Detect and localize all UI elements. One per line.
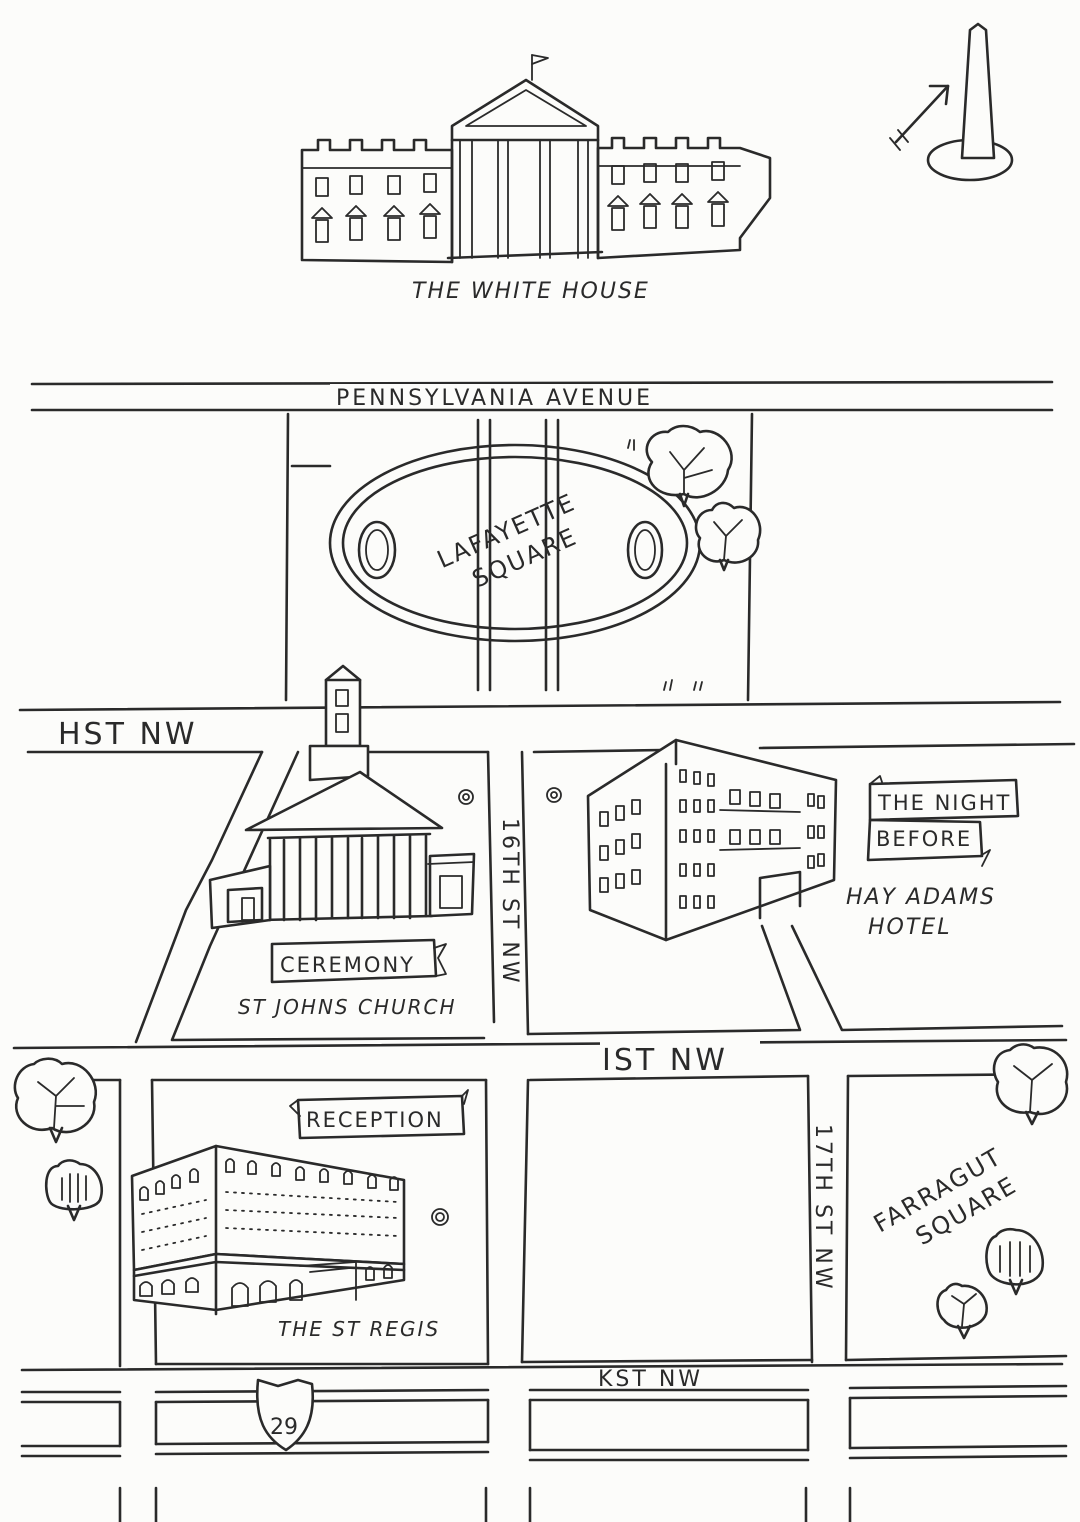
ceremony-label: CEREMONY xyxy=(280,953,415,977)
ceremony-banner xyxy=(270,938,447,984)
h-street-label: HST NW xyxy=(58,717,198,752)
h-street-road xyxy=(18,700,1076,754)
tree-icon xyxy=(44,1159,103,1222)
st-johns-label: ST JOHNS CHURCH xyxy=(238,995,457,1019)
night-before-banner xyxy=(866,775,1020,867)
k-street-label: KST NW xyxy=(598,1367,703,1392)
reception-banner xyxy=(289,1089,469,1140)
st-johns-block xyxy=(134,750,496,1044)
tree-icon xyxy=(992,1043,1069,1126)
tree-icon xyxy=(985,1227,1045,1296)
tree-icon xyxy=(694,501,762,572)
st-regis-label: THE ST REGIS xyxy=(278,1317,440,1341)
reception-label: RECEPTION xyxy=(306,1108,444,1132)
hay-adams-block xyxy=(526,787,1064,1036)
route-shield-number: 29 xyxy=(270,1415,298,1440)
hay-adams-label-line2: HOTEL xyxy=(868,915,951,940)
white-house-drawing xyxy=(300,54,772,264)
pennsylvania-avenue-label: PENNSYLVANIA AVENUE xyxy=(336,386,653,411)
hay-adams-hotel-drawing xyxy=(586,738,838,942)
i-street-road xyxy=(12,1038,1068,1082)
i-street-label: IST NW xyxy=(602,1043,728,1078)
north-arrow-icon xyxy=(889,84,950,151)
k-street-road xyxy=(20,1362,1068,1522)
washington-monument-icon xyxy=(926,22,1014,182)
night-before-label-line2: BEFORE xyxy=(876,827,972,851)
night-before-label-line1: THE NIGHT xyxy=(877,791,1011,815)
pennsylvania-avenue-road xyxy=(30,380,1054,412)
white-house-label: THE WHITE HOUSE xyxy=(412,279,650,304)
hay-adams-label-line1: HAY ADAMS xyxy=(846,885,996,910)
sixteenth-street-label: 16TH ST NW xyxy=(497,818,522,986)
st-johns-church-drawing xyxy=(208,664,476,930)
route-shield-icon xyxy=(255,1378,315,1452)
tree-icon xyxy=(13,1057,97,1144)
tree-icon xyxy=(936,1282,988,1340)
middle-block xyxy=(520,1074,814,1364)
seventeenth-street-label: 17TH ST NW xyxy=(810,1124,835,1292)
st-regis-hotel-drawing xyxy=(130,1144,406,1316)
tree-icon xyxy=(645,424,733,508)
